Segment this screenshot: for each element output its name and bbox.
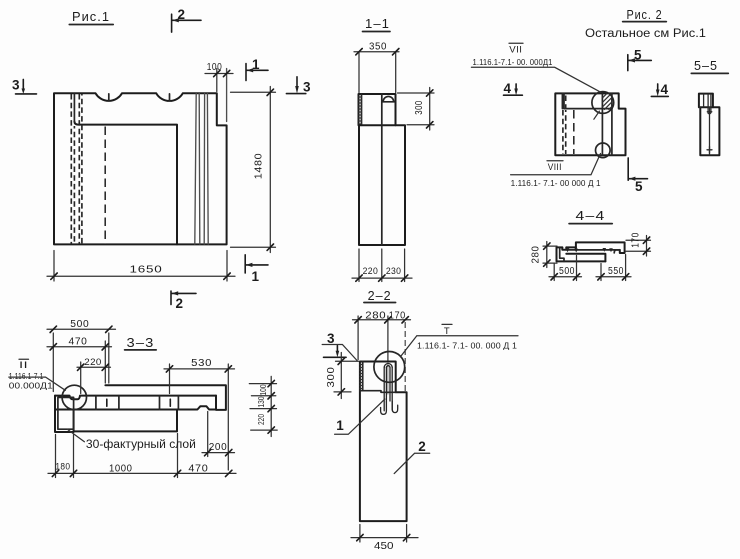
- svg-text:2–2: 2–2: [368, 289, 392, 303]
- svg-text:550: 550: [608, 266, 624, 277]
- svg-text:300: 300: [326, 367, 337, 388]
- svg-text:30-фактурный слой: 30-фактурный слой: [86, 439, 196, 451]
- svg-text:2: 2: [178, 7, 186, 22]
- svg-text:170: 170: [389, 309, 406, 321]
- svg-text:5–5: 5–5: [694, 59, 718, 73]
- svg-text:5: 5: [634, 48, 642, 63]
- svg-text:3: 3: [327, 331, 335, 346]
- svg-text:1480: 1480: [254, 153, 265, 180]
- svg-text:2: 2: [176, 296, 184, 311]
- svg-text:1.116.1-7.1-: 1.116.1-7.1-: [9, 371, 46, 381]
- svg-text:280: 280: [365, 309, 386, 321]
- svg-text:130: 130: [257, 396, 266, 407]
- svg-text:1650: 1650: [130, 264, 163, 276]
- svg-text:2: 2: [418, 439, 426, 454]
- svg-text:350: 350: [369, 42, 387, 53]
- svg-text:470: 470: [69, 337, 88, 348]
- svg-text:3: 3: [12, 78, 20, 93]
- svg-text:220: 220: [84, 357, 102, 368]
- svg-text:1: 1: [252, 57, 260, 72]
- svg-text:530: 530: [191, 358, 212, 369]
- svg-text:220: 220: [257, 414, 266, 425]
- svg-text:Остальное см Рис.1: Остальное см Рис.1: [585, 28, 706, 40]
- svg-text:1.116.1-7.1- 00. 000Д1: 1.116.1-7.1- 00. 000Д1: [473, 57, 553, 67]
- svg-text:00.000Д1: 00.000Д1: [9, 381, 53, 391]
- svg-text:3–3: 3–3: [127, 336, 155, 350]
- svg-text:1: 1: [336, 418, 344, 433]
- svg-text:Рис.1: Рис.1: [72, 10, 110, 24]
- svg-text:100: 100: [207, 62, 223, 73]
- svg-text:100: 100: [259, 384, 268, 395]
- svg-text:170: 170: [631, 232, 642, 248]
- svg-text:II: II: [19, 360, 28, 371]
- svg-text:5: 5: [635, 179, 643, 194]
- svg-text:3: 3: [303, 80, 311, 95]
- svg-text:180: 180: [55, 462, 70, 473]
- svg-text:VIII: VIII: [548, 162, 562, 173]
- svg-text:200: 200: [209, 442, 228, 453]
- svg-text:1000: 1000: [109, 464, 133, 475]
- svg-text:VII: VII: [509, 45, 522, 56]
- svg-text:1.116.1- 7.1- 00. 000 Д 1: 1.116.1- 7.1- 00. 000 Д 1: [417, 341, 517, 351]
- svg-text:220: 220: [363, 266, 379, 277]
- svg-text:Т: Т: [444, 326, 450, 337]
- svg-text:470: 470: [188, 464, 208, 475]
- svg-text:Рис. 2: Рис. 2: [627, 8, 663, 22]
- svg-text:500: 500: [70, 319, 89, 330]
- svg-text:1–1: 1–1: [365, 17, 390, 31]
- svg-text:280: 280: [531, 246, 542, 264]
- svg-text:450: 450: [374, 540, 394, 552]
- svg-text:4–4: 4–4: [576, 209, 606, 223]
- svg-text:300: 300: [414, 100, 425, 115]
- svg-text:230: 230: [386, 266, 402, 277]
- svg-text:4: 4: [504, 81, 512, 96]
- svg-text:1: 1: [252, 269, 260, 284]
- svg-text:1.116.1- 7.1- 00 000 Д 1: 1.116.1- 7.1- 00 000 Д 1: [511, 178, 601, 188]
- svg-text:4: 4: [661, 82, 669, 97]
- svg-text:500: 500: [559, 266, 575, 277]
